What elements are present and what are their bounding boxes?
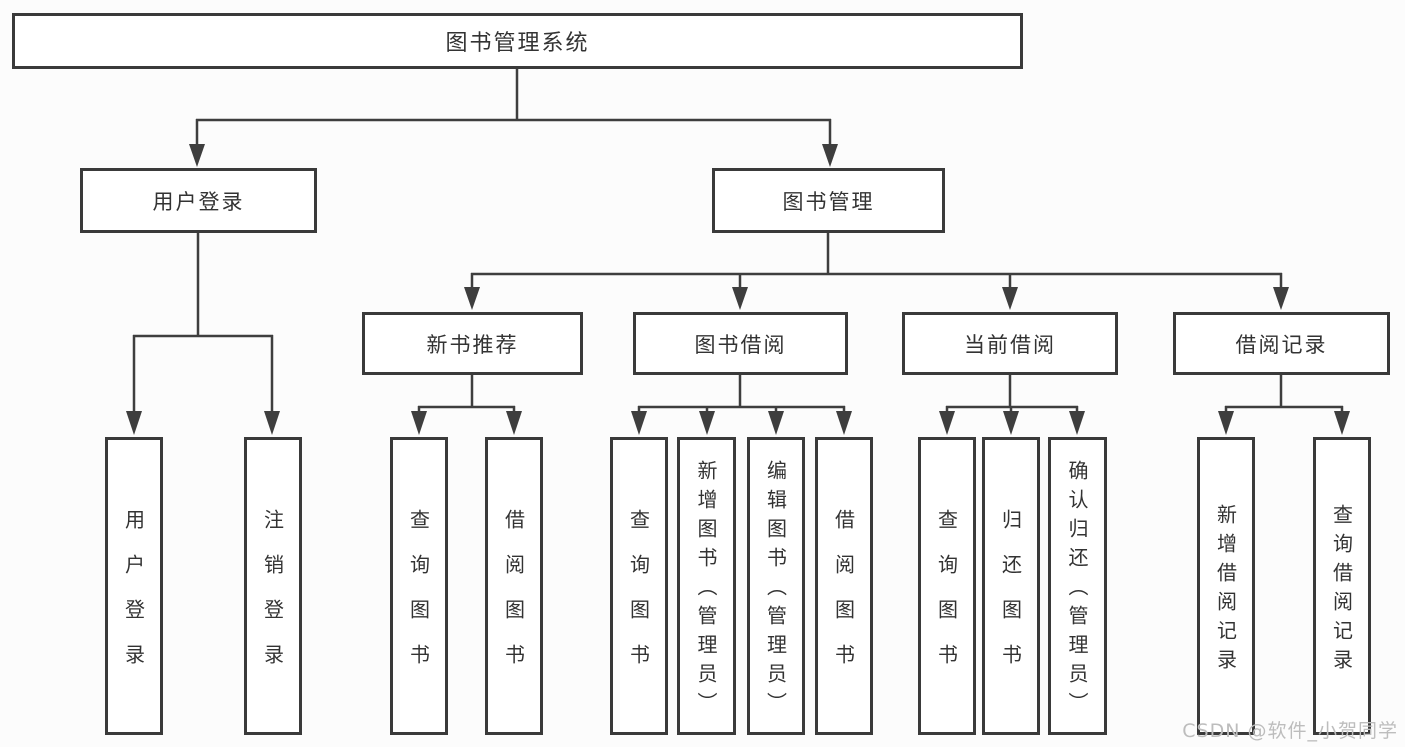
node-book-management: 图书管理: [712, 168, 945, 233]
watermark-text: CSDN @软件_小贺同学: [1182, 720, 1398, 742]
node-current-borrowing: 当前借阅: [902, 312, 1118, 375]
node-user-login: 用户登录: [80, 168, 317, 233]
leaf-confirm-return-admin: 确认归还（管理员）: [1048, 437, 1107, 735]
node-borrowing-records: 借阅记录: [1173, 312, 1390, 375]
leaf-query-borrow-record: 查询借阅记录: [1313, 437, 1371, 735]
leaf-edit-book-admin: 编辑图书（管理员）: [747, 437, 805, 735]
leaf-user-login: 用户登录: [105, 437, 163, 735]
leaf-query-books-recommend: 查询图书: [390, 437, 448, 735]
node-book-borrowing: 图书借阅: [633, 312, 848, 375]
leaf-borrow-books: 借阅图书: [815, 437, 873, 735]
leaf-query-books-current: 查询图书: [918, 437, 976, 735]
leaf-query-books-borrow: 查询图书: [610, 437, 668, 735]
leaf-return-book: 归还图书: [982, 437, 1040, 735]
leaf-add-borrow-record: 新增借阅记录: [1197, 437, 1255, 735]
node-new-book-recommendation: 新书推荐: [362, 312, 583, 375]
leaf-borrow-books-recommend: 借阅图书: [485, 437, 543, 735]
leaf-logout: 注销登录: [244, 437, 302, 735]
leaf-add-book-admin: 新增图书（管理员）: [677, 437, 736, 735]
node-library-management-system: 图书管理系统: [12, 13, 1023, 69]
